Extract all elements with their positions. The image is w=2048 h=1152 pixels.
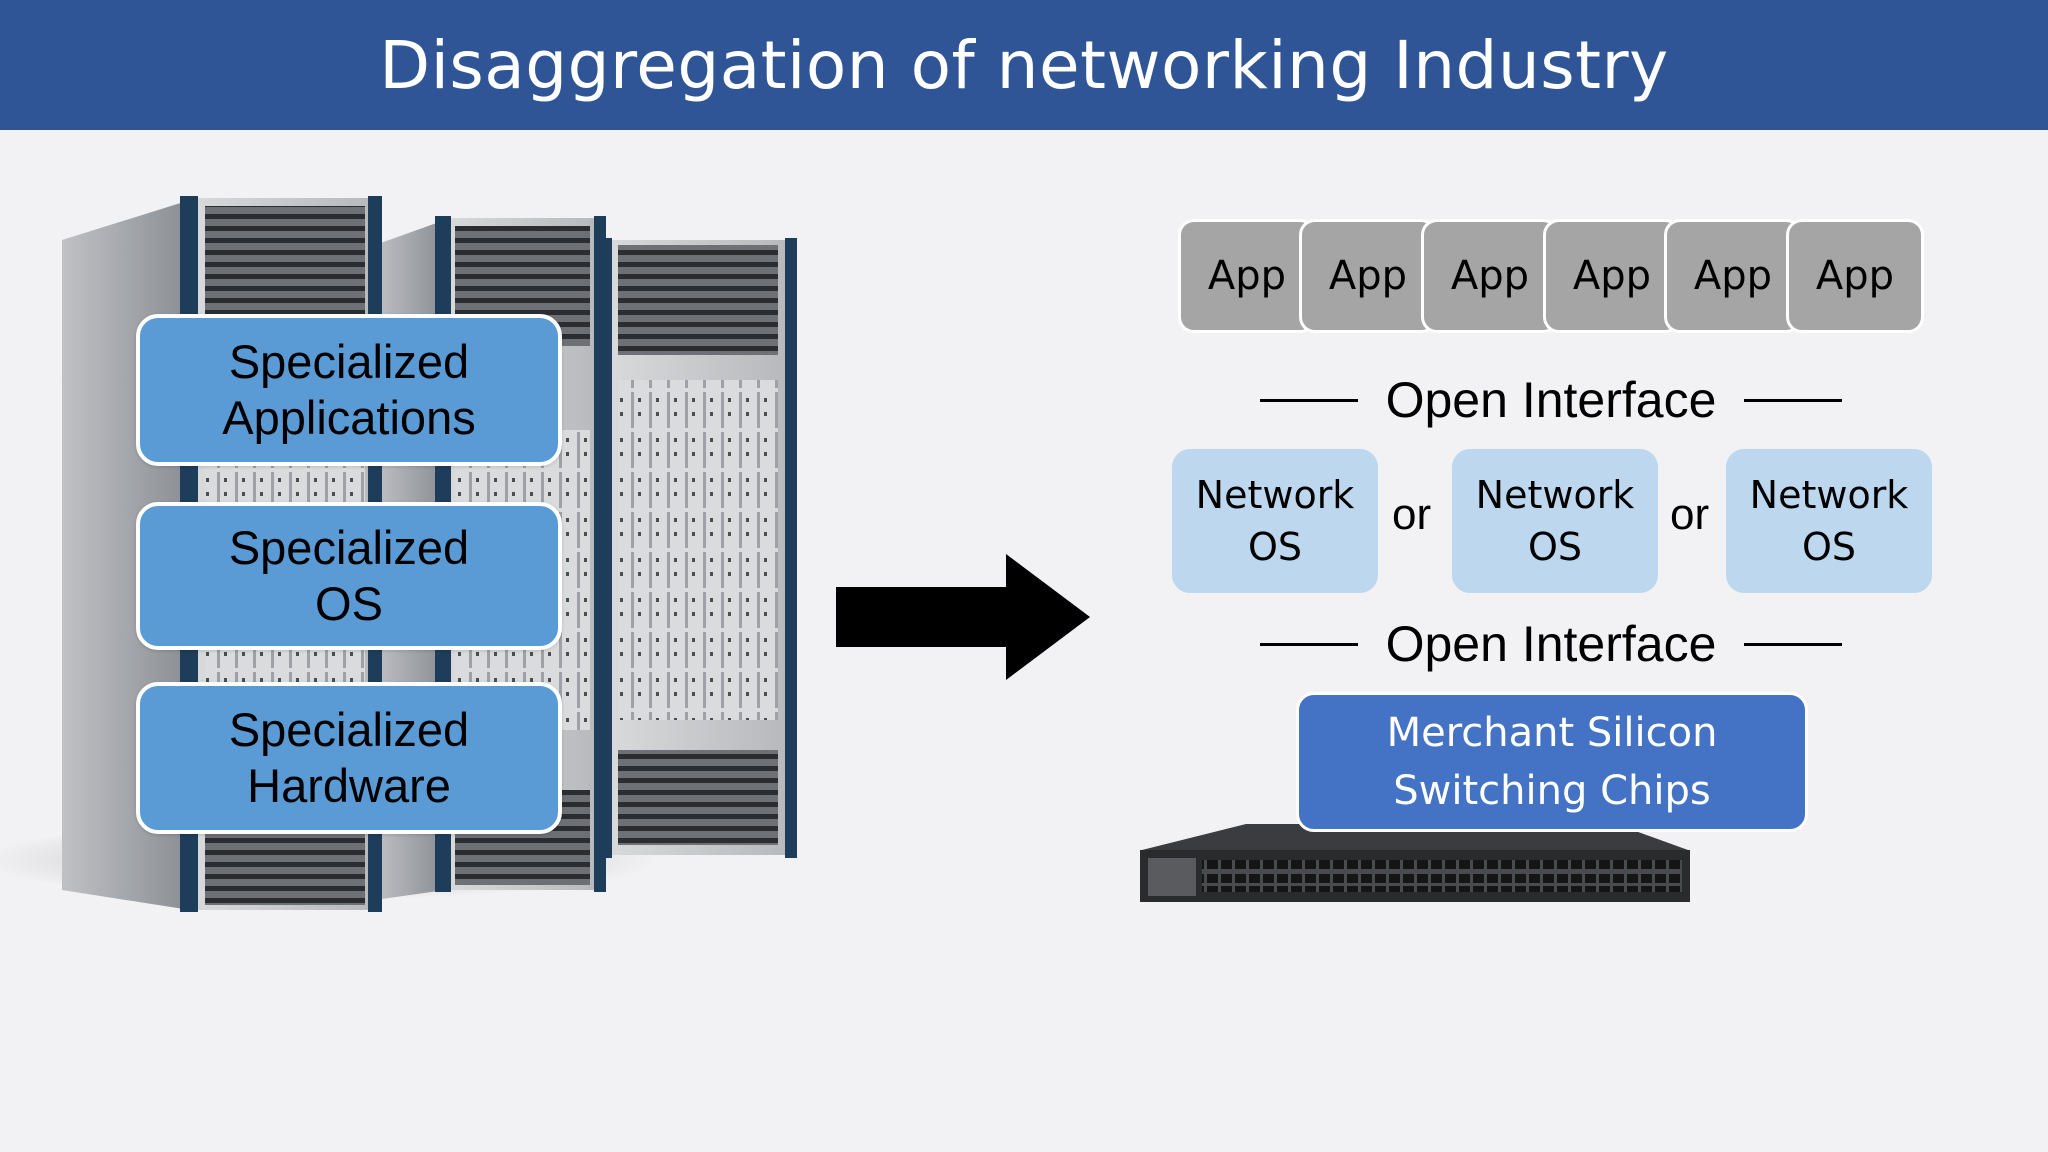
box-line: Switching Chips xyxy=(1393,768,1711,814)
app-box: App xyxy=(1664,219,1802,333)
specialized-os-box: Specialized OS xyxy=(136,502,562,650)
box-line: Specialized xyxy=(228,521,470,574)
box-line: Merchant Silicon xyxy=(1386,710,1718,756)
specialized-hardware-box: Specialized Hardware xyxy=(136,682,562,834)
specialized-applications-box: Specialized Applications xyxy=(136,314,562,466)
network-os-box: Network OS xyxy=(1726,449,1932,593)
title-bar: Disaggregation of networking Industry xyxy=(0,0,2048,130)
right-arrow-icon xyxy=(836,554,1090,680)
divider xyxy=(1260,642,1358,646)
box-line: OS xyxy=(1527,525,1583,569)
app-box: App xyxy=(1299,219,1437,333)
box-line: Network xyxy=(1749,473,1909,517)
or-label: or xyxy=(1670,490,1710,539)
box-line: OS xyxy=(1247,525,1303,569)
divider xyxy=(1260,398,1358,402)
divider xyxy=(1743,642,1842,646)
open-interface-label: Open Interface xyxy=(1385,372,1717,428)
open-interface-bottom: Open Interface xyxy=(1260,614,1842,674)
box-line: Network xyxy=(1195,473,1355,517)
divider xyxy=(1743,398,1842,402)
switch-hardware-image xyxy=(1140,824,1690,902)
box-line: Network xyxy=(1475,473,1635,517)
box-line: Hardware xyxy=(247,759,451,812)
or-label: or xyxy=(1392,490,1432,539)
open-interface-label: Open Interface xyxy=(1385,616,1717,672)
merchant-silicon-box: Merchant Silicon Switching Chips xyxy=(1296,692,1808,832)
open-interface-top: Open Interface xyxy=(1260,370,1842,430)
box-line: Specialized xyxy=(228,703,470,756)
box-line: OS xyxy=(1801,525,1857,569)
box-line: OS xyxy=(315,577,383,630)
app-box: App xyxy=(1543,219,1681,333)
app-box: App xyxy=(1421,219,1559,333)
app-box: App xyxy=(1178,219,1316,333)
app-box: App xyxy=(1786,219,1924,333)
box-line: Applications xyxy=(222,391,476,444)
slide-title: Disaggregation of networking Industry xyxy=(379,26,1669,104)
network-os-box: Network OS xyxy=(1172,449,1378,593)
box-line: Specialized xyxy=(228,335,470,388)
network-os-box: Network OS xyxy=(1452,449,1658,593)
